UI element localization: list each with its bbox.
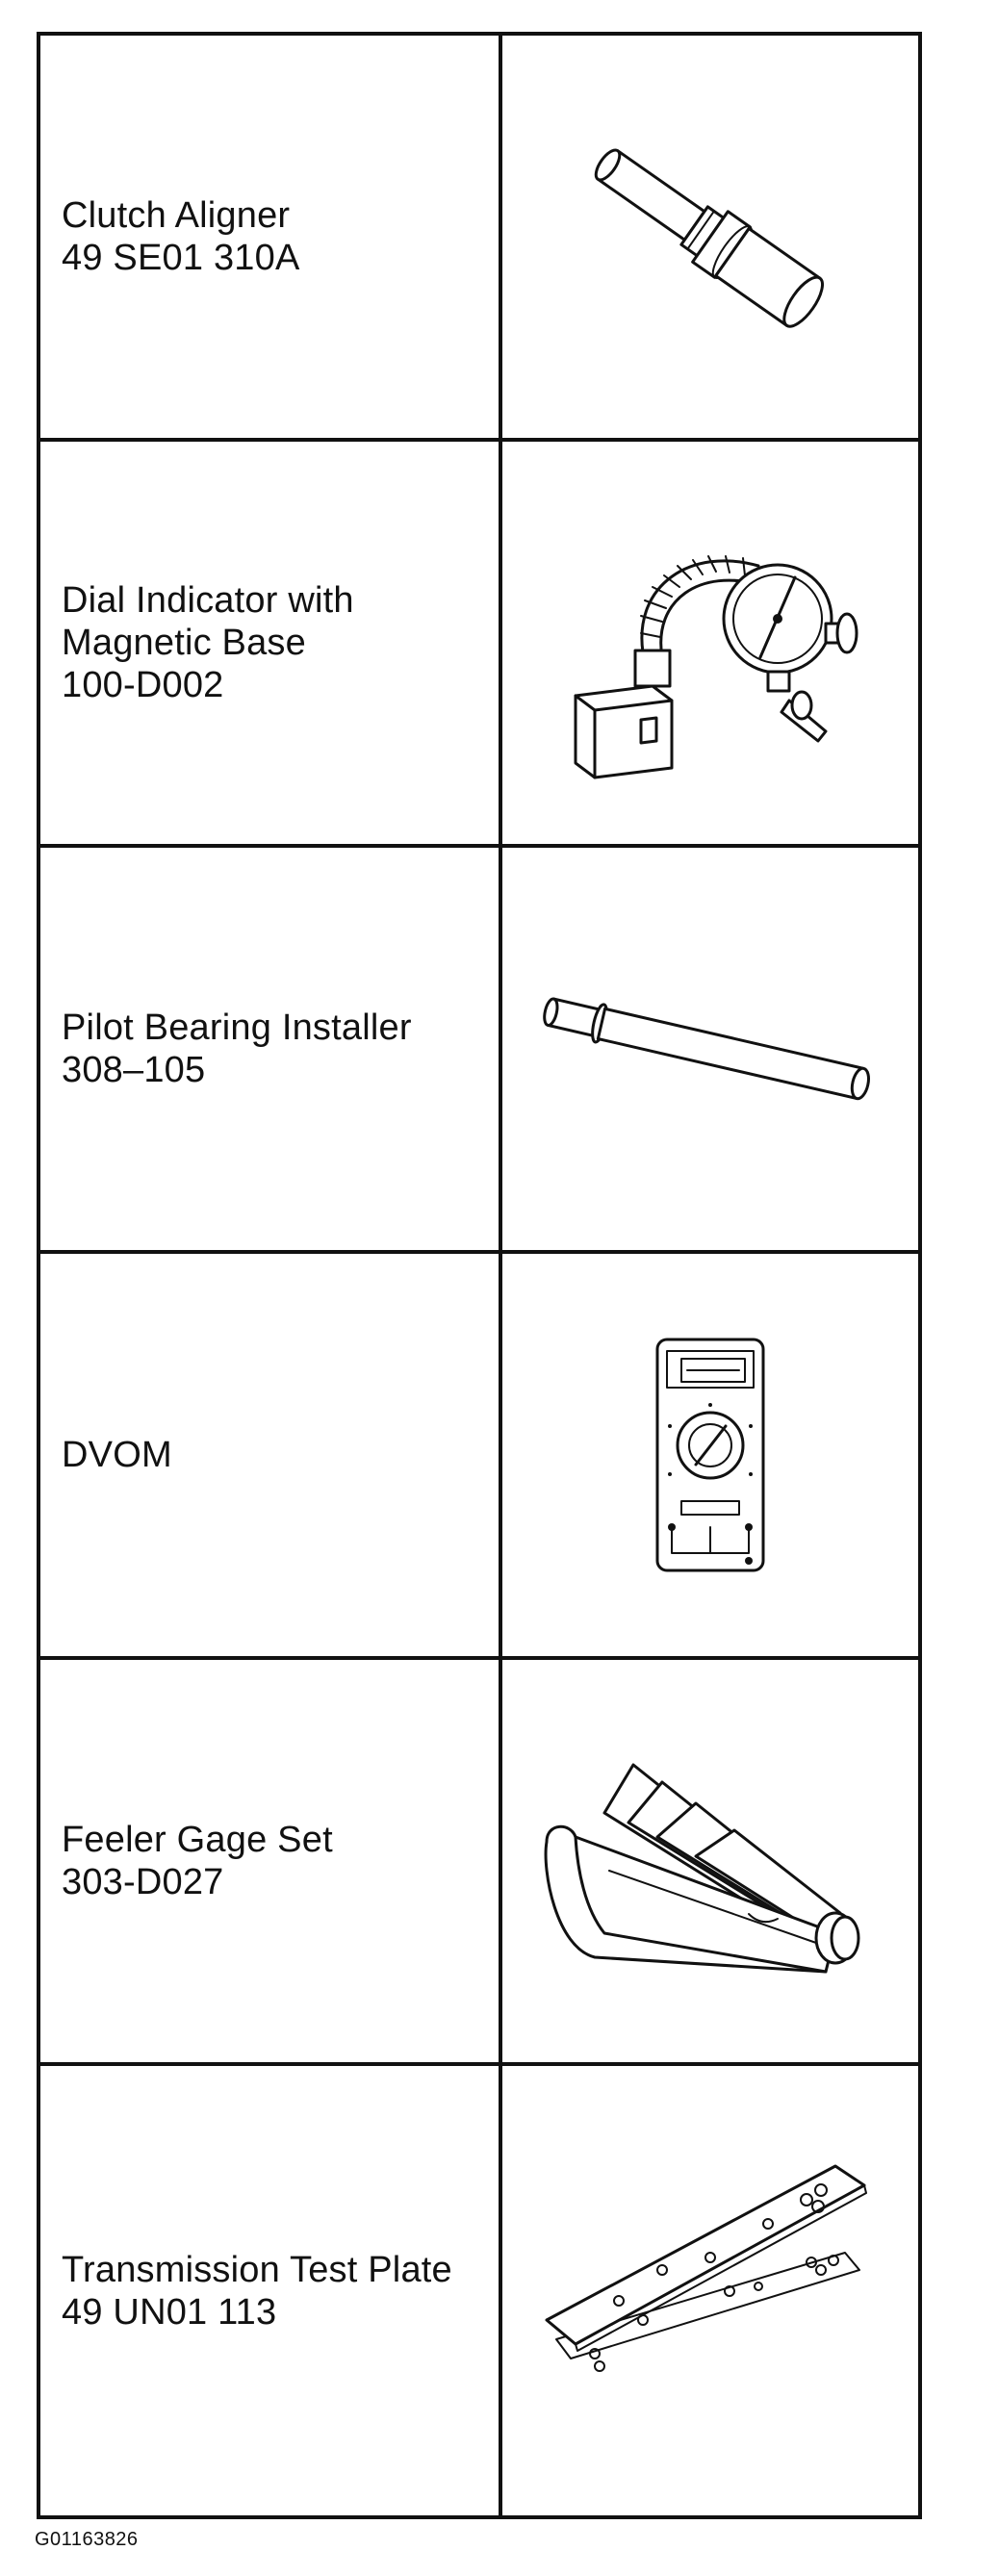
- tool-row: Transmission Test Plate 49 UN01 113: [40, 2066, 918, 2515]
- tool-image-cell: [502, 1660, 918, 2062]
- tool-name: Clutch Aligner: [62, 195, 291, 236]
- tool-number: 49 SE01 310A: [62, 238, 300, 278]
- tool-row: Clutch Aligner 49 SE01 310A: [40, 36, 918, 442]
- tool-image-cell: [502, 848, 918, 1250]
- pilot-bearing-installer-icon: [543, 997, 870, 1101]
- tool-label-cell: Pilot Bearing Installer 308–105: [40, 848, 502, 1250]
- tool-label-cell: Feeler Gage Set 303-D027: [40, 1660, 502, 2062]
- tool-label-cell: Transmission Test Plate 49 UN01 113: [40, 2066, 502, 2515]
- tool-row: Feeler Gage Set 303-D027: [40, 1660, 918, 2066]
- tool-row: Pilot Bearing Installer 308–105: [40, 848, 918, 1254]
- tool-table: Clutch Aligner 49 SE01 310A: [37, 32, 922, 2519]
- tool-name: DVOM: [62, 1435, 172, 1475]
- tool-name: Feeler Gage Set: [62, 1820, 333, 1860]
- tool-name: Dial Indicator with: [62, 580, 354, 621]
- tool-row: DVOM: [40, 1254, 918, 1660]
- tool-name: Transmission Test Plate: [62, 2249, 452, 2290]
- tool-number: 49 UN01 113: [62, 2291, 277, 2333]
- tool-label-cell: Dial Indicator with Magnetic Base 100-D0…: [40, 442, 502, 844]
- figure-id: G01163826: [35, 2529, 139, 2550]
- test-plate-icon: [545, 2164, 867, 2372]
- dvom-icon: [655, 1338, 765, 1572]
- tool-label-cell: Clutch Aligner 49 SE01 310A: [40, 36, 502, 438]
- tool-image-cell: [502, 36, 918, 438]
- tool-name: Pilot Bearing Installer: [62, 1007, 412, 1048]
- tool-image-cell: [502, 442, 918, 844]
- dial-indicator-icon: [574, 555, 858, 779]
- tool-row: Dial Indicator with Magnetic Base 100-D0…: [40, 442, 918, 848]
- tool-label-cell: DVOM: [40, 1254, 502, 1656]
- feeler-gage-icon: [544, 1763, 860, 1974]
- tool-number: 308–105: [62, 1050, 206, 1090]
- tool-name-line2: Magnetic Base: [62, 623, 306, 663]
- tool-image-cell: [502, 1254, 918, 1656]
- tool-number: 303-D027: [62, 1862, 224, 1902]
- tool-number: 100-D002: [62, 665, 224, 705]
- tool-image-cell: [502, 2066, 918, 2515]
- clutch-aligner-icon: [594, 148, 824, 328]
